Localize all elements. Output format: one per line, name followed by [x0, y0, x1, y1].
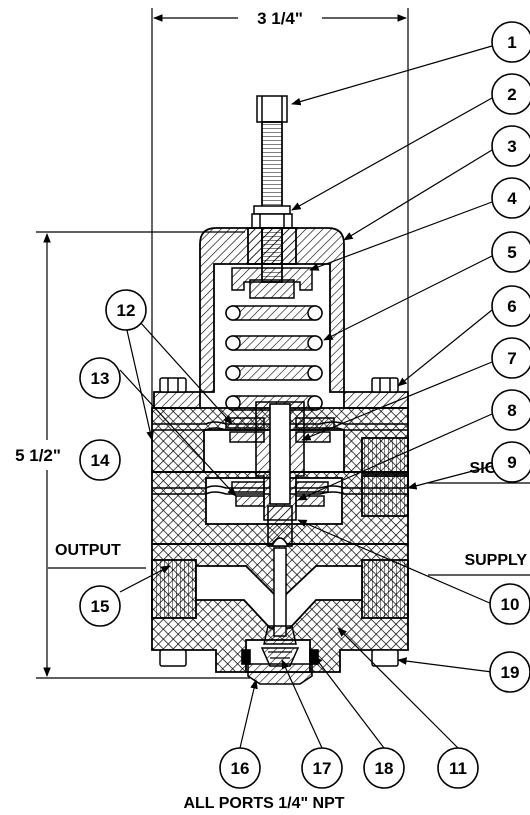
footer-note: ALL PORTS 1/4" NPT: [183, 795, 344, 812]
svg-text:1: 1: [507, 33, 516, 52]
svg-text:13: 13: [91, 369, 110, 388]
callout-leaders: [119, 45, 493, 749]
svg-text:15: 15: [91, 597, 110, 616]
callout-7: 7: [491, 337, 530, 379]
svg-text:2: 2: [507, 85, 516, 104]
svg-text:12: 12: [117, 301, 136, 320]
callout-10: 10: [489, 583, 530, 625]
svg-text:17: 17: [313, 759, 332, 778]
callout-8: 8: [491, 389, 530, 431]
spring-button: [231, 267, 313, 299]
lock-nut: [251, 205, 293, 229]
callout-4: 4: [491, 177, 530, 219]
exhaust-seat: [255, 401, 305, 547]
svg-text:10: 10: [501, 595, 520, 614]
callout-5: 5: [491, 231, 530, 273]
svg-text:5: 5: [507, 243, 516, 262]
callout-19: 19: [489, 651, 530, 693]
svg-text:16: 16: [231, 759, 250, 778]
height-dimension-label: 5 1/2": [15, 446, 61, 465]
range-spring: [225, 305, 323, 411]
callout-12: 12: [105, 289, 147, 331]
callout-16: 16: [219, 747, 261, 789]
svg-text:7: 7: [507, 349, 516, 368]
callout-3: 3: [491, 125, 530, 167]
svg-text:8: 8: [507, 401, 516, 420]
callout-1: 1: [491, 21, 530, 63]
svg-text:3: 3: [507, 137, 516, 156]
svg-text:19: 19: [501, 663, 520, 682]
callout-18: 18: [363, 747, 405, 789]
svg-text:11: 11: [449, 759, 467, 778]
svg-text:4: 4: [507, 189, 517, 208]
callout-2: 2: [491, 73, 530, 115]
svg-text:6: 6: [507, 297, 516, 316]
diaphragm-plates: [225, 417, 335, 507]
callout-17: 17: [301, 747, 343, 789]
width-dimension-label: 3 1/4": [257, 9, 303, 28]
bonnet: [153, 227, 409, 409]
output-port-label: OUTPUT: [55, 542, 121, 559]
callout-9: 9: [491, 441, 530, 483]
svg-text:18: 18: [375, 759, 394, 778]
callout-11: 11: [437, 747, 479, 789]
svg-text:9: 9: [507, 453, 516, 472]
callout-14: 14: [79, 439, 121, 481]
callout-6: 6: [491, 285, 530, 327]
callout-13: 13: [79, 357, 121, 399]
svg-text:14: 14: [91, 451, 110, 470]
callout-15: 15: [79, 585, 121, 627]
supply-port-label: SUPPLY: [464, 552, 527, 569]
body-bolts: [159, 377, 399, 667]
